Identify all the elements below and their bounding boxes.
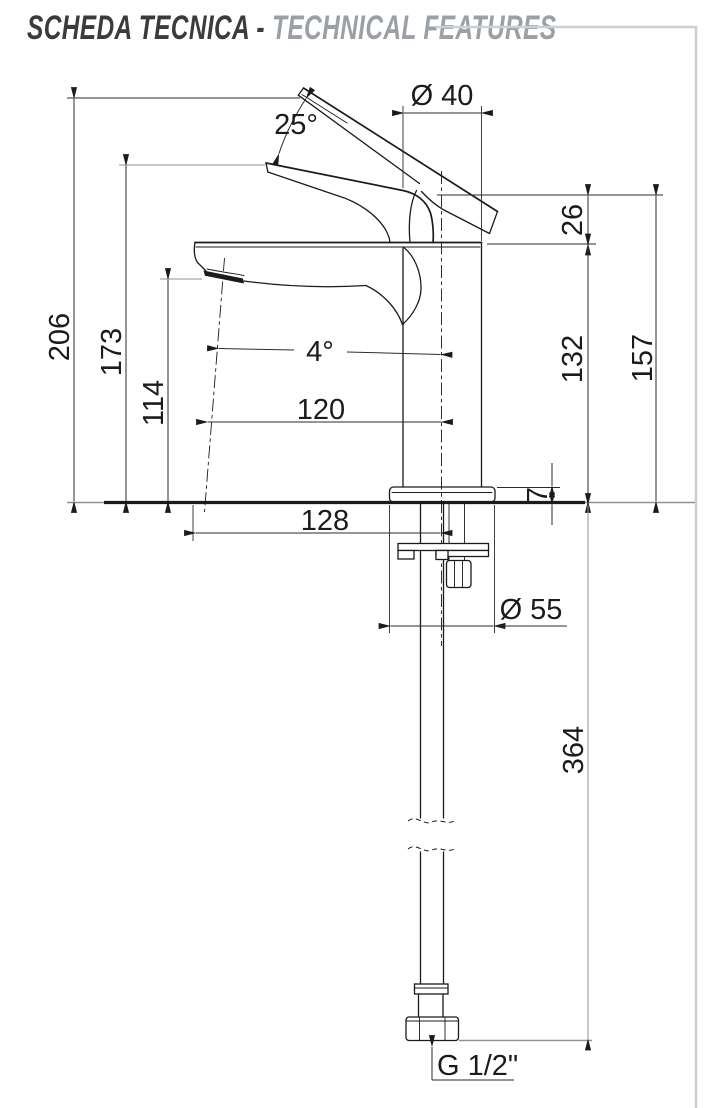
- dimline-4-right: [346, 351, 453, 358]
- dimensions: 25° Ø 40 206 173 114 26 132 157 4° 120 1…: [44, 80, 663, 1082]
- label-hose-length: 364: [558, 726, 590, 774]
- label-thread: G 1/2": [437, 1050, 518, 1082]
- label-spout-reach: 120: [297, 394, 345, 426]
- label-spout-reach-base: 128: [301, 505, 349, 537]
- label-total-height: 206: [44, 313, 76, 361]
- spout-tip-face: [193, 241, 207, 272]
- neck-dome: [408, 189, 418, 244]
- handle-raised-bottom: [297, 94, 421, 185]
- handle-raised-rear-underside: [420, 190, 491, 235]
- handle-raised-rear-face: [488, 210, 499, 235]
- hose-break-lower: [407, 846, 457, 852]
- hose-end-nut: [405, 1016, 460, 1042]
- centerlines: [204, 171, 442, 646]
- hose-collar: [413, 983, 449, 995]
- spout-underside: [243, 280, 367, 288]
- supply-hose: [405, 818, 460, 1042]
- spout-underside-inner: [206, 268, 245, 276]
- spout-tilted-centerline: [204, 257, 225, 513]
- handle-lowered-tip: [265, 162, 269, 173]
- handle-raised-top: [302, 87, 499, 213]
- label-body-top-height: 132: [557, 335, 589, 383]
- label-base-thickness: 7: [522, 487, 554, 503]
- label-height-handle-down: 173: [96, 328, 128, 376]
- label-spout-height: 114: [138, 380, 170, 426]
- handle-raised-tip: [297, 87, 305, 96]
- washer-tab-left: [397, 549, 415, 560]
- label-neck-height: 26: [557, 204, 589, 236]
- dimline-4-left: [207, 345, 295, 352]
- label-spout-tilt: 4°: [306, 336, 334, 368]
- mounting-hardware: [397, 502, 490, 819]
- hose-break-upper: [407, 818, 457, 824]
- label-neck-top-height: 157: [627, 334, 659, 382]
- aerator: [203, 270, 244, 284]
- handle-lowered: [265, 162, 435, 244]
- handle-lowered-top: [265, 162, 435, 244]
- label-base-diameter: Ø 55: [500, 594, 563, 626]
- spout-rear-fin: [401, 247, 422, 326]
- page-border: [435, 25, 698, 1108]
- faucet-outline: [67, 87, 695, 1042]
- base-flange: [388, 486, 496, 503]
- horseshoe-washer: [397, 542, 490, 552]
- label-handle-angle: 25°: [274, 109, 318, 141]
- handle-lowered-bottom: [267, 171, 391, 244]
- label-body-diameter: Ø 40: [411, 80, 474, 112]
- dimline-25-arc: [272, 86, 316, 166]
- spout-waterfall-sweep: [365, 284, 404, 326]
- washer-tab-mid: [435, 549, 449, 561]
- title-italian: SCHEDA TECNICA -: [27, 9, 273, 47]
- mounting-nut: [445, 559, 472, 589]
